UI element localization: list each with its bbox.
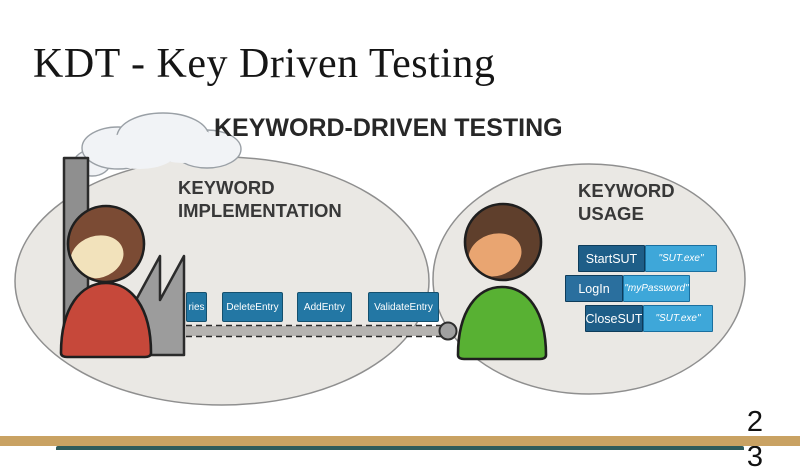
usage-keyword-block: CloseSUT [585, 305, 643, 332]
usage-label: KEYWORD USAGE [578, 179, 675, 225]
usage-argument-label: "SUT.exe" [655, 313, 701, 324]
footer-accent-bar [56, 446, 744, 450]
block-stud [655, 245, 667, 246]
block-stud [699, 245, 711, 246]
usage-argument-label: "myPassword" [624, 283, 689, 294]
implementation-label-line1: KEYWORD [178, 177, 275, 198]
block-stud [677, 245, 689, 246]
block-stud [231, 292, 243, 293]
block-stud [305, 292, 317, 293]
keyword-block: ries [186, 292, 207, 322]
usage-label-line2: USAGE [578, 203, 644, 224]
block-stud [699, 305, 710, 306]
block-stud [604, 245, 616, 246]
keyword-block: ValidateEntry [368, 292, 439, 322]
usage-keyword-block: StartSUT [578, 245, 645, 272]
footer-bar [0, 436, 800, 446]
conveyor-belt [186, 324, 447, 338]
usage-keyword-label: StartSUT [585, 251, 638, 266]
block-stud [566, 275, 576, 276]
usage-label-line1: KEYWORD [578, 180, 675, 201]
block-stud [379, 292, 391, 293]
block-stud [627, 245, 639, 246]
keyword-block-label: AddEntry [303, 301, 346, 313]
implementation-label-line2: IMPLEMENTATION [178, 200, 342, 221]
usage-keyword-label: LogIn [578, 281, 610, 296]
usage-argument-block: "myPassword" [623, 275, 690, 302]
block-stud [581, 245, 593, 246]
usage-argument-block: "SUT.exe" [643, 305, 713, 332]
implementation-label: KEYWORD IMPLEMENTATION [178, 176, 342, 222]
usage-keyword-label: CloseSUT [585, 311, 643, 326]
block-stud [192, 292, 203, 293]
usage-argument-block: "SUT.exe" [645, 245, 717, 272]
block-stud [261, 292, 273, 293]
keyword-block-label: ries [188, 301, 205, 313]
usage-keyword-block: LogIn [565, 275, 623, 302]
slide-title: KDT - Key Driven Testing [33, 41, 496, 87]
block-stud [413, 292, 425, 293]
usage-argument-label: "SUT.exe" [658, 253, 704, 264]
developer-figure-icon [59, 204, 153, 359]
page-number: 2 [746, 406, 764, 438]
tester-figure-icon [456, 202, 548, 361]
belt-roller-icon [438, 321, 458, 341]
block-stud [331, 292, 343, 293]
slide: { "slide": { "title": "KDT - Key Driven … [0, 41, 800, 473]
diagram-heading: KEYWORD-DRIVEN TESTING [214, 114, 563, 142]
keyword-block: DeleteEntry [222, 292, 283, 322]
keyword-block-label: ValidateEntry [374, 301, 433, 313]
keyword-block: AddEntry [297, 292, 352, 322]
keyword-block-label: DeleteEntry [226, 301, 279, 313]
